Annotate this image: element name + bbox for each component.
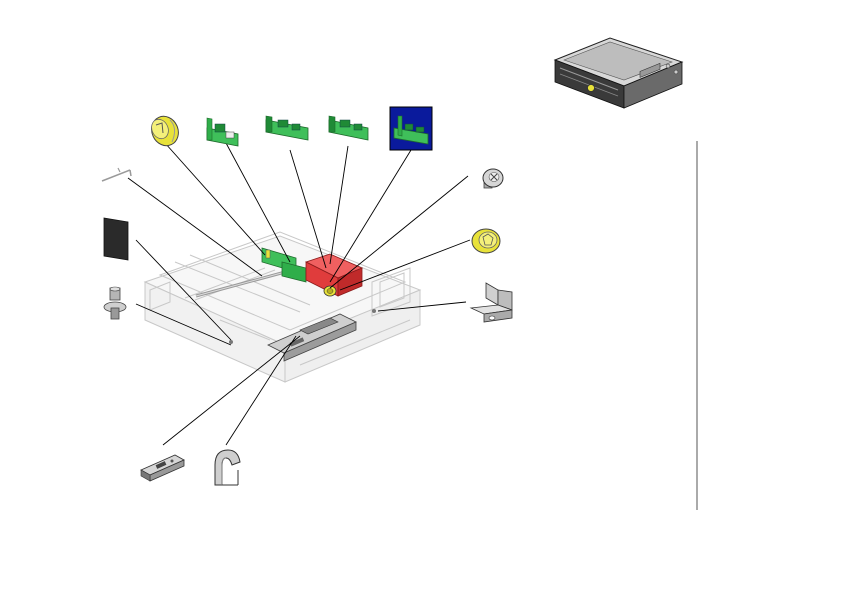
assembled-unit-thumbnail	[553, 37, 684, 109]
chassis-assembly	[143, 231, 422, 383]
bracket-icon[interactable]	[469, 282, 513, 323]
knob-icon[interactable]	[471, 228, 501, 254]
clip-icon[interactable]	[214, 449, 241, 486]
board-selected-icon[interactable]	[389, 106, 433, 151]
screw-installed	[372, 309, 376, 313]
leader-lines	[127, 142, 471, 446]
rod-icon[interactable]	[101, 167, 132, 182]
screw-icon[interactable]	[103, 286, 127, 320]
pad-icon[interactable]	[103, 217, 129, 261]
knob-icon[interactable]	[147, 112, 183, 150]
board-icon[interactable]	[265, 115, 309, 141]
boards-installed	[261, 247, 307, 283]
latch-tray-installed	[267, 313, 357, 362]
board-icon[interactable]	[206, 117, 239, 147]
screw-installed	[229, 340, 233, 344]
hex-screw-icon[interactable]	[482, 168, 504, 189]
board-icon[interactable]	[328, 115, 369, 141]
knob-installed	[323, 285, 337, 297]
latch-icon[interactable]	[140, 454, 185, 482]
